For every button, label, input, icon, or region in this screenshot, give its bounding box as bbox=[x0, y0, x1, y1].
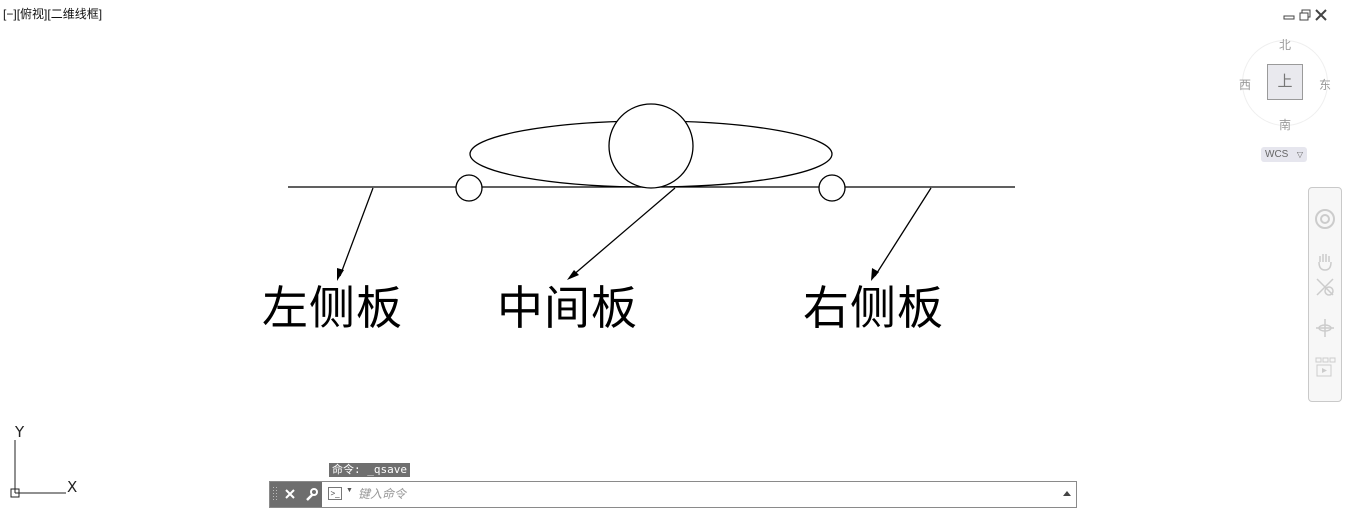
viewcube-top-face[interactable]: 上 bbox=[1267, 64, 1303, 100]
navigation-bar bbox=[1308, 187, 1342, 402]
showmotion-icon[interactable] bbox=[1314, 356, 1336, 378]
ucs-x-label: X bbox=[67, 478, 77, 496]
wcs-menu[interactable]: WCS ▽ bbox=[1261, 147, 1307, 162]
viewport-menu-toggle[interactable]: [−] bbox=[3, 7, 17, 21]
compass-east[interactable]: 东 bbox=[1319, 78, 1332, 92]
ucs-icon: Y X bbox=[10, 423, 77, 498]
viewcube-compass-ring[interactable] bbox=[1242, 40, 1328, 126]
view-preset-menu[interactable]: [俯视] bbox=[16, 7, 48, 21]
right-panel-label: 右侧板 bbox=[803, 281, 944, 335]
ucs-y-label: Y bbox=[14, 423, 25, 441]
viewport-controls-label[interactable]: [−][俯视][二维线框] bbox=[3, 5, 102, 22]
top-circle bbox=[608, 103, 694, 189]
left-arrowhead bbox=[337, 268, 344, 281]
right-leader bbox=[874, 187, 932, 277]
compass-south[interactable]: 南 bbox=[1279, 118, 1292, 132]
left-leader bbox=[339, 187, 374, 277]
command-history: 命令: _qsave bbox=[329, 463, 410, 477]
right-small-circle bbox=[818, 174, 846, 202]
pan-icon[interactable] bbox=[1314, 250, 1336, 272]
middle-arrowhead bbox=[567, 270, 579, 280]
grip-icon[interactable] bbox=[271, 485, 279, 503]
left-panel-label: 左侧板 bbox=[262, 281, 403, 335]
viewcube[interactable]: 北 南 西 东 上 WCS ▽ bbox=[1234, 34, 1338, 164]
prompt-icon[interactable]: >_ bbox=[328, 487, 342, 500]
close-icon[interactable] bbox=[282, 485, 298, 503]
compass-north[interactable]: 北 bbox=[1279, 38, 1292, 52]
restore-icon[interactable] bbox=[1298, 8, 1312, 22]
steering-wheel-icon[interactable] bbox=[1314, 208, 1336, 230]
visual-style-menu[interactable]: [二维线框] bbox=[47, 7, 103, 21]
left-small-circle bbox=[455, 174, 483, 202]
wcs-label: WCS bbox=[1265, 149, 1289, 160]
compass-west[interactable]: 西 bbox=[1239, 78, 1252, 92]
middle-panel-label: 中间板 bbox=[497, 281, 638, 335]
close-icon[interactable] bbox=[1314, 8, 1328, 22]
zoom-icon[interactable] bbox=[1314, 276, 1336, 298]
wrench-icon[interactable] bbox=[303, 485, 319, 503]
orbit-icon[interactable] bbox=[1314, 317, 1336, 339]
minimize-icon[interactable] bbox=[1282, 8, 1296, 22]
history-up-icon[interactable] bbox=[1063, 491, 1071, 496]
viewport-window-controls bbox=[1282, 8, 1328, 22]
chevron-down-icon: ▽ bbox=[1296, 150, 1303, 159]
command-line: >_ ▼ bbox=[269, 481, 1077, 508]
middle-leader bbox=[571, 187, 676, 277]
chevron-down-icon[interactable]: ▼ bbox=[346, 487, 353, 494]
command-input[interactable] bbox=[358, 485, 1048, 503]
command-line-toolbar bbox=[270, 482, 322, 507]
right-arrowhead bbox=[871, 268, 879, 281]
